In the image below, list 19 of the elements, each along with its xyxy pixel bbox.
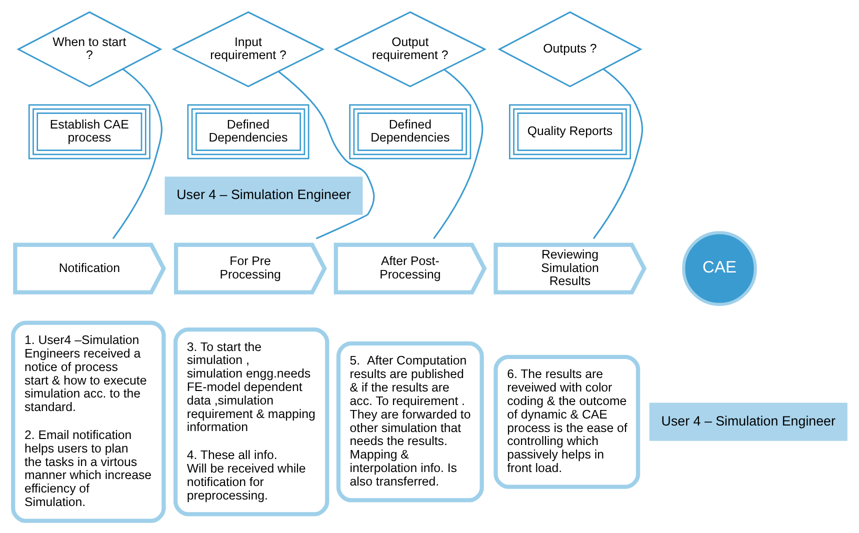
node-diamond: Outputs ? [497, 11, 642, 88]
node-box: Establish CAE process [28, 104, 150, 160]
node-box: 5. After Computation results are published & if the results are acc. To requirement . They are forwarded to other simulation that needs the results. Mapping & interpolation info. Is also transferred. [336, 341, 484, 502]
node-box: 6. The results are reveiwed with color coding & the outcome of dynamic & CAE process is the ease of controlling which passively helps in front load. [493, 354, 640, 489]
node-box: Defined Dependencies [186, 104, 309, 160]
label: User 4 – Simulation Engineer [176, 187, 350, 202]
node-diamond: Input requirement ? [171, 11, 324, 88]
connector [592, 68, 642, 240]
node-box: Quality Reports [508, 104, 630, 160]
connector [432, 69, 483, 240]
node-diamond: When to start ? [16, 11, 162, 88]
node-box: 3. To start the simulation , simulation engg.needs FE-model dependent data ,simulation requirement & mapping information 4. These all info. Will be received while notification for preprocessing. [172, 328, 329, 516]
label: User 4 – Simulation Engineer [660, 413, 835, 428]
node-diamond: Output requirement ? [333, 11, 486, 88]
node-box: 1. User4 –Simulation Engineers received a notice of process start & how to execute simulation acc. to the standard. 2. Email notification helps users to plan the tasks in a virtous manner which increase efficiency of Simulation. [10, 320, 166, 523]
connector [112, 68, 162, 240]
node-box: Defined Dependencies [348, 104, 471, 160]
node-circle: CAE [682, 231, 756, 306]
connector [278, 70, 374, 240]
